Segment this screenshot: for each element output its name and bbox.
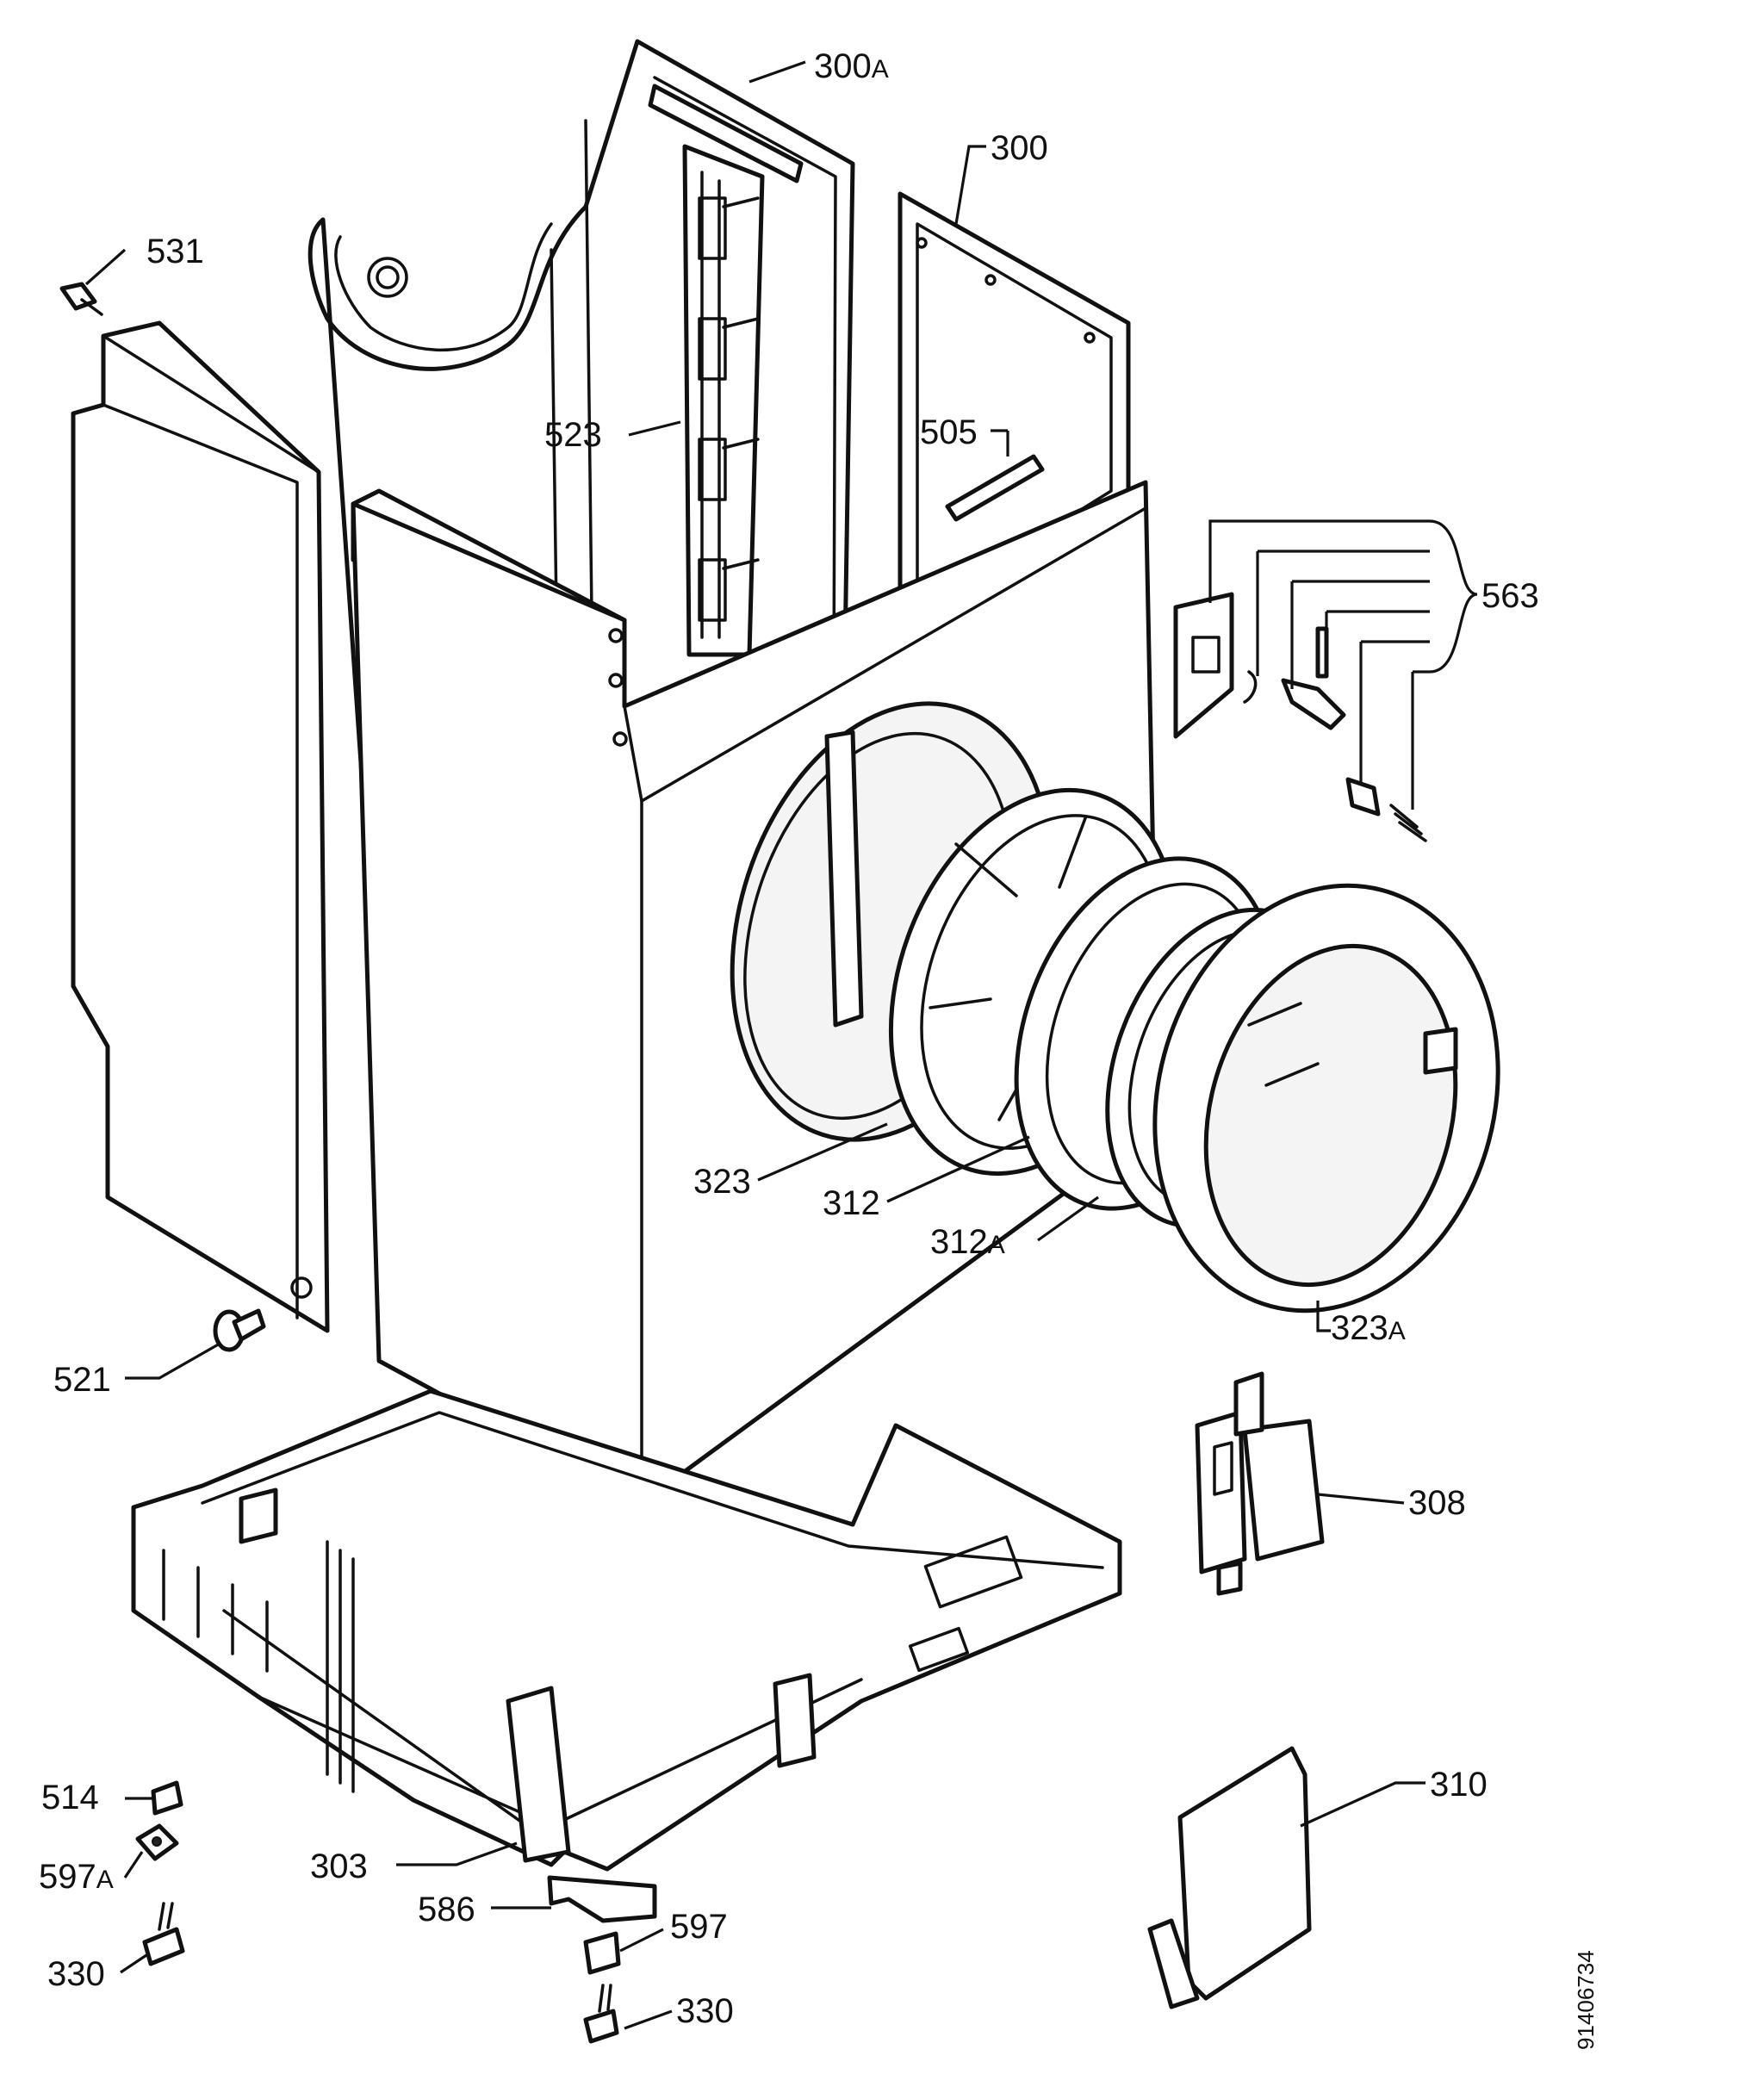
nut-597a bbox=[135, 1823, 179, 1861]
callout-505: 505 bbox=[920, 413, 978, 451]
service-cover-310 bbox=[1147, 1746, 1312, 2009]
nut-597 bbox=[583, 1931, 621, 1975]
callout-303: 303 bbox=[310, 1847, 368, 1885]
side-rail-523 bbox=[682, 144, 765, 657]
callout-300: 300 bbox=[991, 129, 1048, 167]
leader-lines bbox=[84, 60, 1478, 2030]
callout-531: 531 bbox=[146, 233, 204, 270]
foot-586 bbox=[547, 1875, 657, 1923]
door-lock-563 bbox=[1173, 592, 1427, 842]
callout-308: 308 bbox=[1408, 1484, 1466, 1522]
callout-523: 523 bbox=[544, 416, 602, 454]
callout-330-right: 330 bbox=[676, 1992, 734, 2030]
callout-323: 323 bbox=[693, 1163, 751, 1201]
callout-312: 312 bbox=[823, 1184, 880, 1222]
screw-531 bbox=[59, 282, 103, 316]
callout-514: 514 bbox=[41, 1779, 99, 1816]
callout-521: 521 bbox=[53, 1361, 111, 1399]
callout-labels: 300A 300 531 523 505 563 323 312 312A 32… bbox=[39, 47, 1539, 2030]
callout-323a: 323A bbox=[1331, 1309, 1406, 1347]
callout-330-left: 330 bbox=[47, 1955, 105, 1993]
screw-330-right bbox=[583, 1984, 619, 2044]
document-number: 91406734 bbox=[1573, 1950, 1599, 2050]
door-frame-323a bbox=[1152, 883, 1500, 1313]
hinge-308 bbox=[1195, 1371, 1325, 1596]
callout-597a: 597A bbox=[39, 1858, 114, 1896]
callout-597: 597 bbox=[670, 1908, 728, 1946]
callout-310: 310 bbox=[1430, 1766, 1488, 1804]
callout-586: 586 bbox=[418, 1891, 475, 1928]
rod-505 bbox=[945, 454, 1045, 522]
screw-521 bbox=[213, 1308, 266, 1352]
callout-300a: 300A bbox=[814, 47, 889, 85]
callout-563: 563 bbox=[1481, 577, 1539, 615]
base-plinth-303 bbox=[131, 1388, 1122, 1872]
callout-312a: 312A bbox=[930, 1223, 1005, 1261]
bolt-514 bbox=[151, 1780, 183, 1816]
screw-330-left bbox=[142, 1902, 185, 1966]
